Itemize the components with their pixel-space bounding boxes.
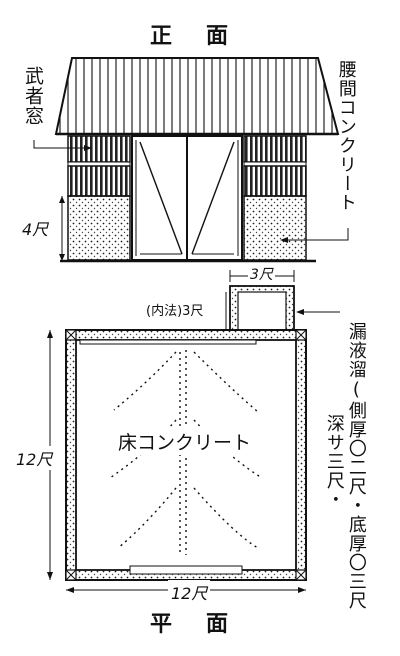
floor-label: 床コンクリート (116, 428, 254, 455)
width-dimension-label: 12尺 (168, 580, 211, 604)
wainscot-leader (280, 228, 349, 243)
pit-label-1: 漏液溜(側厚〇二尺・底厚〇三尺 (345, 322, 367, 610)
depth-dimension-label: 12尺 (16, 446, 53, 470)
pit-label-2: 深サ三尺・ (323, 414, 345, 509)
pit-width-label: 3尺 (248, 264, 275, 284)
pit-inner-label: (内法)3尺 (146, 304, 204, 319)
window-leader (33, 140, 92, 151)
window-label: 武者窓 (21, 66, 44, 126)
height-dimension-label: 4尺 (22, 220, 49, 239)
plan-view (47, 270, 340, 593)
elevation-view (33, 57, 349, 263)
leak-pit (225, 270, 340, 331)
double-door (131, 135, 243, 261)
right-wall (243, 135, 307, 261)
roof (54, 57, 340, 135)
plan-title: 平 面 (150, 612, 235, 637)
elevation-title: 正 面 (150, 24, 235, 49)
height-dimension (59, 196, 65, 261)
wainscot-label: 腰間コンクリート (335, 60, 357, 212)
left-wall (67, 135, 131, 261)
